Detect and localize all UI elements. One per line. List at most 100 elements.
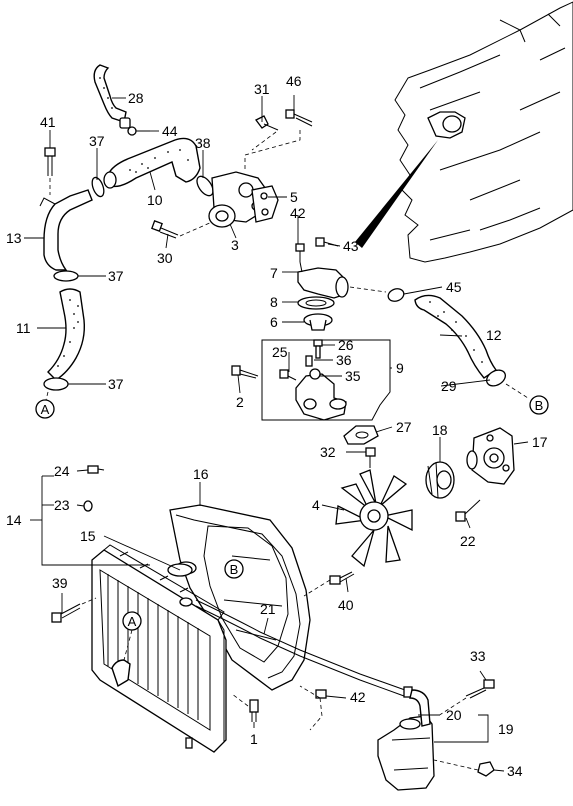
cooling-fan-4 bbox=[335, 469, 413, 568]
callout-20: 20 bbox=[446, 707, 462, 723]
inlet-pipe-13 bbox=[39, 189, 93, 271]
radiator-lower-hose-11 bbox=[47, 288, 86, 381]
bolt-42-top bbox=[295, 243, 305, 262]
callout-38: 38 bbox=[195, 135, 211, 151]
hose-clamp-29 bbox=[486, 369, 506, 387]
callout-8: 8 bbox=[270, 294, 278, 310]
callout-21: 21 bbox=[260, 601, 276, 617]
hose-clamp-37-lower bbox=[43, 377, 69, 391]
sensor-35 bbox=[309, 368, 321, 380]
callout-28: 28 bbox=[128, 90, 144, 106]
callout-19: 19 bbox=[498, 721, 514, 737]
callout-29: 29 bbox=[441, 378, 457, 394]
callout-10: 10 bbox=[147, 192, 163, 208]
callout-5: 5 bbox=[290, 189, 298, 205]
nut-32 bbox=[365, 447, 376, 468]
ref-b-right-label: B bbox=[535, 398, 544, 413]
assembly-box-9 bbox=[261, 339, 391, 421]
gasket-8 bbox=[297, 296, 335, 310]
bolt-44 bbox=[127, 126, 150, 136]
bolt-30 bbox=[151, 220, 179, 239]
ref-a-lower-label: A bbox=[128, 614, 137, 629]
callout-13: 13 bbox=[6, 230, 22, 246]
drain-plug-24 bbox=[87, 465, 105, 474]
engine-outlet-fitting bbox=[427, 111, 466, 139]
callout-37b: 37 bbox=[108, 268, 124, 284]
callout-30: 30 bbox=[157, 250, 173, 266]
callout-35: 35 bbox=[345, 368, 361, 384]
sensor-36 bbox=[305, 355, 313, 367]
ref-b-shroud-label: B bbox=[230, 562, 239, 577]
hose-clamp-37-middle bbox=[53, 270, 79, 282]
seal-23 bbox=[83, 500, 93, 512]
bolt-41 bbox=[44, 147, 56, 176]
engine-block bbox=[394, 1, 573, 263]
gasket-27 bbox=[343, 425, 379, 445]
fan-bracket-17 bbox=[466, 427, 515, 485]
fan-clutch-18 bbox=[425, 461, 455, 499]
ref-marker-b-right: B bbox=[529, 395, 549, 415]
callout-34: 34 bbox=[507, 763, 523, 779]
callout-43: 43 bbox=[343, 238, 359, 254]
water-pump-gasket-5 bbox=[251, 185, 279, 223]
callout-11: 11 bbox=[16, 320, 31, 336]
hose-12 bbox=[414, 294, 498, 379]
callout-14: 14 bbox=[6, 512, 22, 528]
callout-37a: 37 bbox=[89, 133, 105, 149]
water-outlet-7 bbox=[297, 261, 349, 299]
callout-40: 40 bbox=[338, 597, 354, 613]
callout-4: 4 bbox=[312, 497, 320, 513]
callout-16: 16 bbox=[193, 466, 209, 482]
radiator-upper-hose-10 bbox=[103, 137, 201, 189]
nut-34 bbox=[477, 761, 495, 777]
callout-3: 3 bbox=[231, 237, 239, 253]
callout-15: 15 bbox=[80, 528, 96, 544]
hose-clamp-38 bbox=[196, 175, 214, 197]
callout-27: 27 bbox=[396, 419, 412, 435]
callout-26: 26 bbox=[338, 337, 354, 353]
callout-2: 2 bbox=[236, 394, 244, 410]
callout-33: 33 bbox=[470, 648, 486, 664]
leader-lines bbox=[24, 95, 529, 772]
ref-marker-a-upper: A bbox=[35, 399, 55, 419]
sensor-26 bbox=[313, 339, 323, 359]
bypass-hose-28 bbox=[93, 64, 131, 129]
callout-31: 31 bbox=[254, 81, 270, 97]
callout-18: 18 bbox=[432, 422, 448, 438]
callout-22: 22 bbox=[460, 533, 476, 549]
ref-marker-a-lower: A bbox=[122, 611, 142, 631]
bolt-40 bbox=[329, 571, 355, 585]
ref-marker-b-shroud: B bbox=[224, 559, 244, 579]
hose-clamp-45 bbox=[387, 288, 405, 302]
drain-cock-1 bbox=[249, 699, 259, 722]
callout-numbers: 28 31 46 41 44 37 38 10 5 42 13 3 43 30 … bbox=[6, 73, 548, 779]
callout-39: 39 bbox=[52, 575, 68, 591]
callout-36: 36 bbox=[336, 352, 352, 368]
location-pointer bbox=[355, 140, 438, 248]
callout-12: 12 bbox=[486, 327, 502, 343]
coolant-reservoir-19 bbox=[377, 715, 435, 791]
hose-clamp-37 bbox=[91, 176, 105, 198]
callout-25: 25 bbox=[272, 344, 288, 360]
reservoir-hose-20 bbox=[409, 689, 431, 727]
bolt-39 bbox=[51, 603, 81, 623]
callout-1: 1 bbox=[250, 731, 258, 747]
callout-44: 44 bbox=[162, 123, 178, 139]
bolt-31 bbox=[255, 115, 279, 131]
callout-24: 24 bbox=[54, 463, 70, 479]
callout-46: 46 bbox=[286, 73, 302, 89]
callout-9: 9 bbox=[396, 360, 404, 376]
callout-6: 6 bbox=[270, 314, 278, 330]
bolt-25 bbox=[279, 369, 297, 381]
bolt-22 bbox=[455, 499, 481, 522]
ref-a-upper-label: A bbox=[41, 402, 50, 417]
callout-37c: 37 bbox=[108, 376, 124, 392]
callout-17: 17 bbox=[532, 434, 548, 450]
callout-42a: 42 bbox=[290, 205, 306, 221]
thermostat-housing-9 bbox=[295, 373, 347, 421]
callout-32: 32 bbox=[320, 444, 336, 460]
overflow-hose-21 bbox=[195, 599, 406, 697]
callout-41: 41 bbox=[40, 114, 56, 130]
bolt-2 bbox=[231, 365, 259, 379]
